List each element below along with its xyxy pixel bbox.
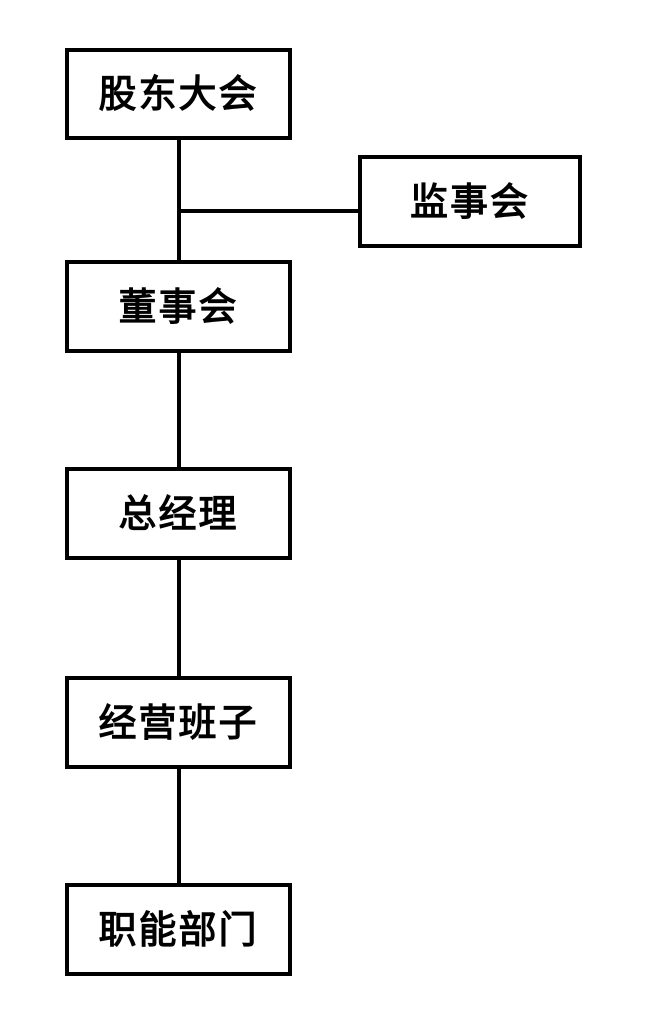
org-node-supervisory-board: 监事会 [358, 155, 582, 248]
connector-shareholders-to-directors [177, 140, 181, 260]
org-node-shareholders-meeting: 股东大会 [65, 48, 292, 140]
connector-directors-to-general-manager [177, 353, 181, 467]
connector-management-team-to-functional-departments [177, 769, 181, 883]
org-node-label: 职能部门 [98, 907, 259, 952]
org-node-label: 监事会 [409, 179, 530, 224]
org-node-general-manager: 总经理 [65, 467, 292, 560]
org-node-management-team: 经营班子 [65, 676, 292, 769]
org-node-label: 总经理 [118, 491, 239, 536]
connector-general-manager-to-management-team [177, 560, 181, 676]
org-node-board-of-directors: 董事会 [65, 260, 292, 353]
org-node-label: 董事会 [118, 284, 239, 329]
connector-branch-to-supervisory-board [179, 209, 358, 213]
org-node-functional-departments: 职能部门 [65, 883, 292, 976]
org-node-label: 股东大会 [98, 72, 259, 116]
org-node-label: 经营班子 [98, 700, 259, 745]
